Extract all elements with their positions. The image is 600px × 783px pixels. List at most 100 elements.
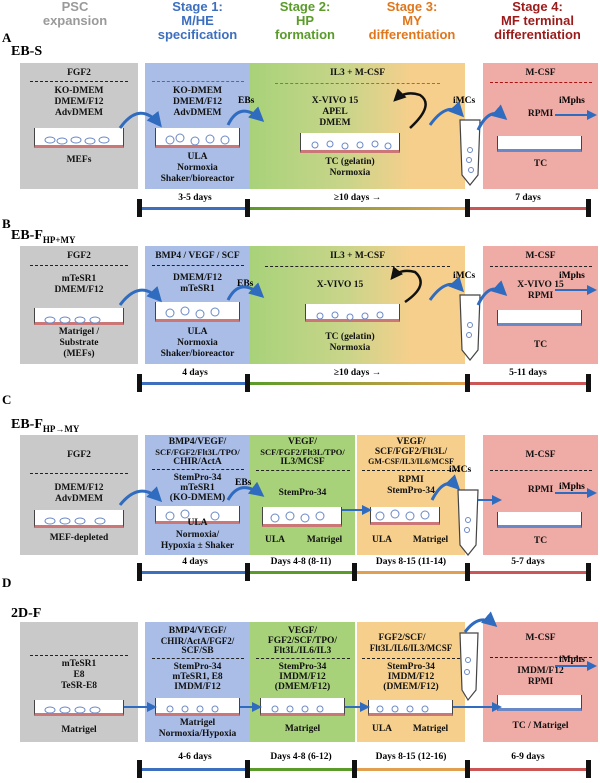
row4-s2-factor-2: FGF2/SCF/TPO/ — [267, 636, 338, 646]
row1-psc-factor: FGF2 — [67, 68, 91, 78]
row3-s4-media-1: RPMI — [527, 485, 554, 495]
section-label-b: B — [2, 216, 11, 231]
row4-psc-bottom: Matrigel — [61, 725, 97, 735]
header-stage2-line3: formation — [275, 27, 335, 42]
header-stage3: Stage 3: MY differentiation — [357, 0, 467, 42]
row3-stage4-panel — [483, 435, 598, 555]
row4-time-stage1: 4-6 days — [178, 752, 212, 762]
row1-psc-bottom: MEFs — [66, 155, 92, 165]
row3-s1-media-2: mTeSR1 — [180, 483, 215, 493]
row3-s1-factor-3: CHIR/ActA — [173, 457, 222, 467]
row3-time-stage1: 4 days — [182, 557, 208, 567]
row3-s2-divider — [256, 470, 350, 471]
row3-imphs-label: iMphs — [559, 482, 585, 492]
row1-timeline-tick-3 — [465, 199, 470, 217]
row3-imcs-label: iMCs — [449, 465, 472, 475]
header-stage3-line2: MY — [402, 13, 422, 28]
row3-timeline-tick-2 — [245, 563, 250, 581]
row2-timeline-bar-1 — [142, 382, 245, 385]
row1-s23-media-2: APEL — [322, 107, 348, 117]
row1-s1-bottom-2: Normoxia — [177, 163, 218, 173]
row2-timeline-tick-4 — [586, 374, 591, 392]
row3-s3-media-2: StemPro-34 — [387, 486, 435, 496]
row4-time-stage4: 6-9 days — [511, 752, 545, 762]
row3-s4-factor: M-CSF — [525, 450, 556, 460]
row1-ebs-label: EBs — [238, 96, 255, 106]
row4-s3-divider — [362, 658, 460, 659]
row2-time-stage23: ≥10 days → — [333, 368, 382, 378]
row1-s1-media-3: AdvDMEM — [173, 108, 222, 118]
row3-time-stage3: Days 8-15 (11-14) — [375, 557, 447, 567]
row3-label-main: EB-F — [11, 417, 43, 432]
row3-s2-factor-3: IL3/MCSF — [280, 457, 325, 467]
row1-s4-divider — [490, 82, 592, 83]
row3-s2-media-1: StemPro-34 — [278, 488, 327, 498]
row3-s2-factor-2: SCF/FGF2/Flt3L/TPO/ — [260, 447, 345, 457]
row-label-eb-f-hp-to-my: EB-FHP→MY — [11, 417, 79, 434]
row2-s4-divider — [490, 266, 592, 267]
row1-s23-media-1: X-VIVO 15 — [311, 96, 359, 106]
row3-s4-dish — [497, 512, 582, 528]
row4-time-stage3: Days 8-15 (12-16) — [375, 752, 447, 762]
row2-label-main: EB-F — [11, 228, 43, 243]
row4-s1-media-1: StemPro-34 — [173, 662, 222, 672]
row3-timeline-tick-5 — [586, 563, 591, 581]
row2-psc-factor: FGF2 — [67, 251, 91, 261]
row2-s1-bottom-2: Normoxia — [177, 338, 218, 348]
row1-s23-bottom-1: TC (gelatin) — [325, 157, 375, 167]
section-label-d: D — [2, 575, 12, 590]
row1-s4-dish — [497, 136, 582, 152]
row3-s2-dish — [262, 507, 342, 527]
row4-psc-media-2: E8 — [73, 670, 85, 680]
row3-s1-factor-1: BMP4/VEGF/ — [168, 437, 227, 447]
row2-psc-dish — [34, 308, 124, 325]
row2-time-stage4: 5-11 days — [509, 368, 547, 378]
row4-s2-dish — [260, 698, 345, 716]
row4-timeline-tick-2 — [245, 760, 250, 778]
row3-s4-bottom: TC — [533, 536, 548, 546]
row4-time-stage2: Days 4-8 (6-12) — [270, 752, 332, 762]
row3-s2-factor-1: VEGF/ — [287, 437, 318, 447]
row2-psc-bottom-1: Matrigel / — [58, 327, 100, 337]
row4-s3-bottom-2: Matrigel — [412, 724, 449, 734]
row3-timeline-bar-1 — [142, 571, 245, 574]
row4-s2-media-2: IMDM/F12 — [279, 672, 326, 682]
row4-psc-dish — [34, 700, 124, 716]
row2-s4-media-1: X-VIVO 15 — [517, 280, 564, 290]
row4-s1-factor-2: CHIR/ActA/FGF2/ — [160, 636, 235, 646]
row4-s3-media-3: (DMEM/F12) — [383, 682, 439, 692]
row4-timeline-tick-1 — [137, 760, 142, 778]
row3-s3-media-1: RPMI — [398, 475, 424, 485]
row1-s1-divider — [152, 81, 244, 82]
header-stage4: Stage 4: MF terminal differentiation — [480, 0, 595, 42]
row1-timeline-bar-1 — [142, 207, 245, 210]
row2-timeline-bar-3 — [470, 382, 586, 385]
row4-s2-media-3: (DMEM/F12) — [274, 682, 331, 692]
row4-s2-factor-3: Flt3L/IL6/IL3 — [273, 646, 332, 656]
row4-s1-media-2: mTeSR1, E8 — [172, 672, 223, 682]
row3-timeline-tick-3 — [352, 563, 357, 581]
row4-s1-divider — [152, 658, 244, 659]
row3-timeline-bar-3 — [357, 571, 465, 574]
row2-s23-divider — [265, 266, 450, 267]
row4-s1-media-3: IMDM/F12 — [174, 682, 221, 692]
row1-timeline-bar-2 — [250, 207, 465, 210]
header-stage3-line1: Stage 3: — [386, 0, 438, 14]
header-psc-line2: expansion — [42, 13, 108, 28]
section-label-a: A — [2, 30, 12, 45]
row3-psc-dish — [34, 510, 124, 528]
row1-psc-media-1: KO-DMEM — [54, 86, 104, 96]
row2-s1-media-2: mTeSR1 — [180, 284, 215, 294]
row2-psc-divider — [30, 265, 128, 266]
row1-s23-divider — [275, 83, 440, 84]
row2-timeline-tick-2 — [245, 374, 250, 392]
row3-s1-bottom-2: Normoxia/ — [175, 530, 220, 540]
row1-s23-dish — [300, 133, 400, 153]
row1-psc-divider — [30, 81, 128, 82]
row4-s1-factor-1: BMP4/VEGF/ — [168, 626, 227, 636]
row1-s23-media-3: DMEM — [319, 118, 351, 128]
row3-psc-media-1: DMEM/F12 — [54, 483, 104, 493]
header-stage1-line1: Stage 1: — [172, 0, 223, 14]
header-stage2: Stage 2: HP formation — [255, 0, 355, 42]
row3-timeline-bar-2 — [250, 571, 352, 574]
